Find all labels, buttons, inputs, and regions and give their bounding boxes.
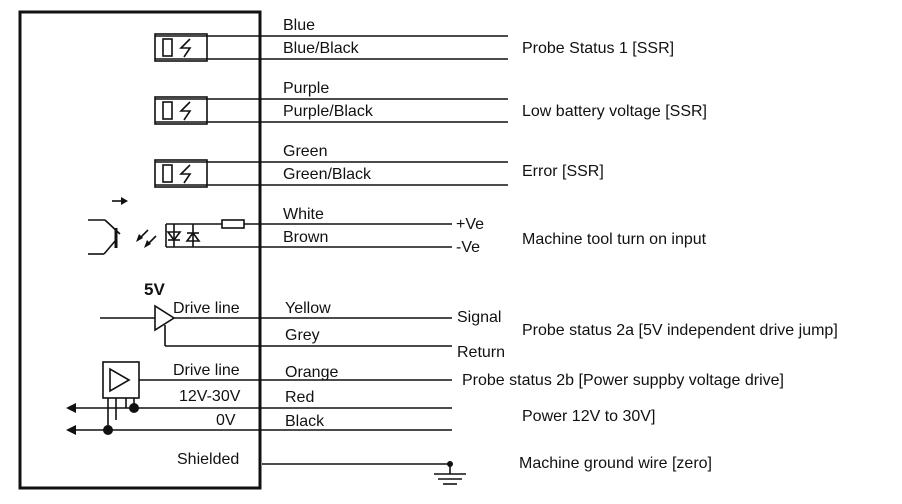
wire-label-white: White [283, 206, 324, 223]
light-arrow-head [144, 240, 151, 248]
drive-line-label: Drive line [173, 300, 240, 317]
phototransistor-emitter [103, 239, 117, 255]
probe-2a-circuit: 5V Drive line Yellow Grey Signal Return … [100, 280, 838, 361]
ssr-switch-icon [179, 164, 192, 184]
wire-label-green-black: Green/Black [283, 166, 372, 183]
wire-label-green: Green [283, 143, 327, 160]
ssr-relay-icon [154, 159, 208, 188]
wire-label-purple: Purple [283, 80, 329, 97]
terminal-plus-ve: +Ve [456, 216, 484, 233]
wire-label-orange: Orange [285, 364, 338, 381]
wire-label-blue-black: Blue/Black [283, 40, 360, 57]
ssr-led-icon [162, 38, 173, 57]
wire-label-grey: Grey [285, 327, 320, 344]
supply-5v-label: 5V [144, 280, 165, 299]
terminal-signal: Signal [457, 309, 501, 326]
ssr-switch-icon [179, 38, 192, 58]
arrow-left-icon [66, 403, 76, 413]
function-probe-status-2a: Probe status 2a [5V independent drive ju… [522, 322, 838, 339]
wire-label-brown: Brown [283, 229, 328, 246]
wire-label-yellow: Yellow [285, 300, 331, 317]
function-low-battery: Low battery voltage [SSR] [522, 103, 707, 120]
phototransistor-collector [104, 219, 121, 235]
driver-box-icon [102, 361, 140, 399]
wire-label-purple-black: Purple/Black [283, 103, 374, 120]
power-circuit: 12V-30V 0V Red Black Power 12V to 30V] [66, 388, 655, 435]
function-machine-input: Machine tool turn on input [522, 231, 707, 248]
power-label-12v-30v: 12V-30V [179, 388, 241, 405]
led-diode-icon [185, 231, 201, 242]
buffer-driver-icon [109, 367, 131, 393]
function-power: Power 12V to 30V] [522, 408, 655, 425]
function-error: Error [SSR] [522, 163, 604, 180]
ssr-channel-2: Purple Purple/Black Low battery voltage … [154, 80, 707, 125]
ssr-led-icon [162, 164, 173, 183]
function-ground: Machine ground wire [zero] [519, 455, 712, 472]
interface-box [18, 10, 262, 490]
ssr-switch-icon [179, 101, 192, 121]
ssr-led-icon [162, 101, 173, 120]
wire-label-blue: Blue [283, 17, 315, 34]
machine-input-circuit: White Brown +Ve -Ve Machine tool turn on… [88, 197, 707, 256]
ssr-channel-1: Blue Blue/Black Probe Status 1 [SSR] [154, 17, 674, 62]
ssr-channel-3: Green Green/Black Error [SSR] [154, 143, 604, 188]
buffer-driver-icon [154, 304, 176, 332]
function-probe-status-2b: Probe status 2b [Power suppby voltage dr… [462, 372, 784, 389]
light-arrow-head [136, 234, 143, 242]
arrow-left-icon [66, 425, 76, 435]
arrow-head-icon [121, 197, 128, 205]
wire-label-black: Black [285, 413, 325, 430]
resistor-icon [221, 219, 245, 229]
wire-label-red: Red [285, 389, 314, 406]
shielded-label: Shielded [177, 451, 239, 468]
ssr-relay-icon [154, 33, 208, 62]
probe-2b-circuit: Drive line Orange Probe status 2b [Power… [102, 361, 784, 420]
ground-circuit: Shielded Machine ground wire [zero] [177, 451, 712, 485]
terminal-minus-ve: -Ve [456, 239, 480, 256]
power-label-0v: 0V [216, 412, 236, 429]
function-probe-status-1: Probe Status 1 [SSR] [522, 40, 674, 57]
led-diode-icon [166, 231, 182, 242]
ssr-relay-icon [154, 96, 208, 125]
drive-line-label-2b: Drive line [173, 362, 240, 379]
terminal-return: Return [457, 344, 505, 361]
